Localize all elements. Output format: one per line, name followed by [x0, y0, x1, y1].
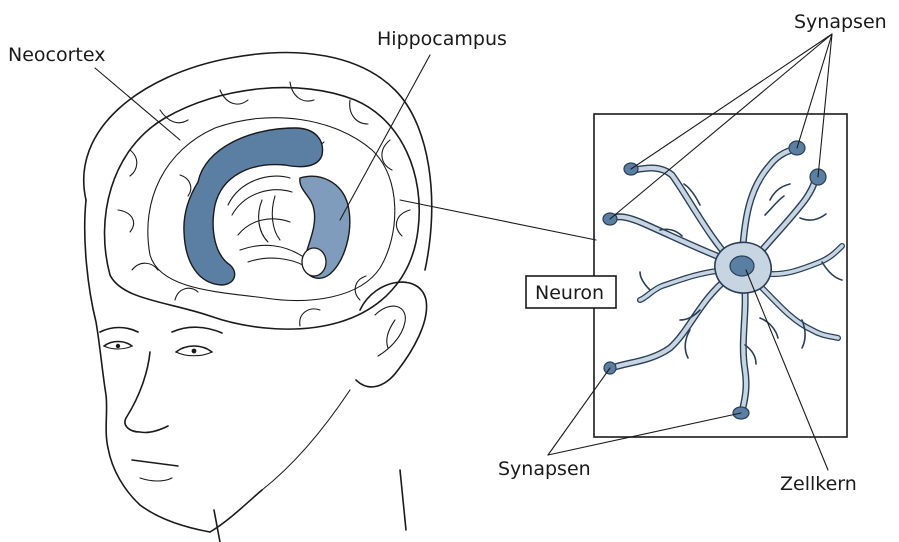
label-hippocampus: Hippocampus: [377, 28, 507, 50]
label-neuron: Neuron: [535, 282, 604, 304]
neuron-panel: [594, 114, 847, 437]
cell-nucleus: [730, 256, 754, 276]
label-synapsen-top: Synapsen: [794, 11, 887, 33]
synapse-terminals: [603, 141, 826, 419]
label-synapsen-bottom: Synapsen: [498, 458, 591, 480]
label-neocortex: Neocortex: [8, 44, 105, 66]
hippocampus-structure: [184, 128, 350, 285]
head-outline: [84, 53, 432, 542]
label-zellkern: Zellkern: [780, 473, 857, 495]
